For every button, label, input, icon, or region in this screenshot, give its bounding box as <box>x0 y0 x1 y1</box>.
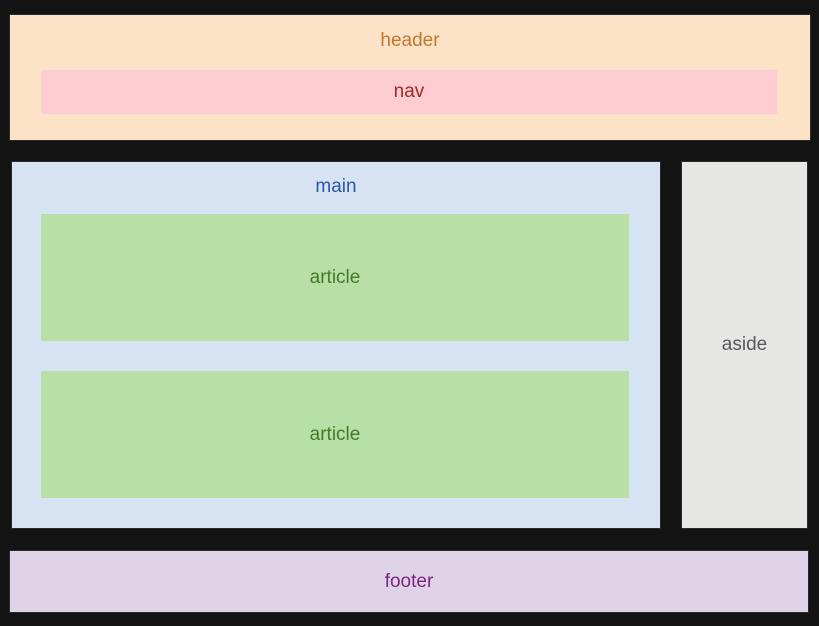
aside-label: aside <box>721 334 768 355</box>
nav-label: nav <box>393 81 425 102</box>
footer-label: footer <box>384 570 434 592</box>
article-region-1: article <box>41 214 629 341</box>
article-label-1: article <box>309 266 361 288</box>
article-label-2: article <box>309 423 361 445</box>
article-region-2: article <box>41 371 629 498</box>
nav-region: nav <box>41 70 777 114</box>
main-region: main article article <box>12 162 660 528</box>
header-region: header nav <box>10 15 810 140</box>
aside-region: aside <box>682 162 807 528</box>
header-label: header <box>380 30 440 51</box>
main-label: main <box>315 176 357 197</box>
footer-region: footer <box>10 551 808 612</box>
